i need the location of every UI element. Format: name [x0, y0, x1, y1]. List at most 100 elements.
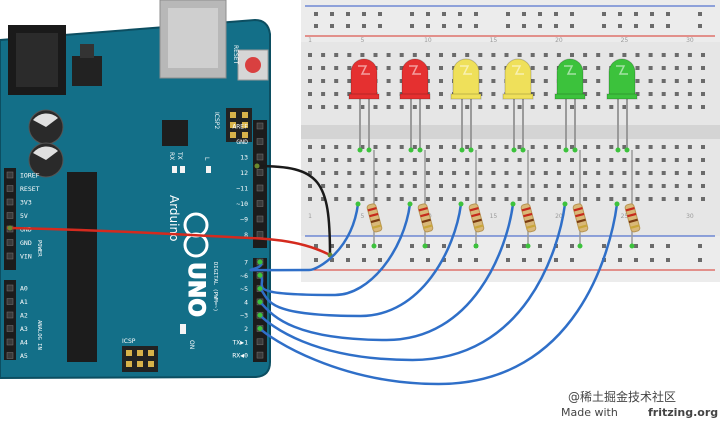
breadboard-hole: [648, 53, 653, 57]
rail-hole: [458, 244, 462, 248]
digital-pin-wire: [258, 202, 567, 362]
arduino-logo-text: Arduino: [167, 195, 181, 241]
breadboard-hole: [622, 184, 627, 188]
rail-hole: [330, 258, 334, 262]
breadboard-hole: [478, 105, 483, 109]
breadboard-hole: [635, 171, 640, 175]
breadboard-hole: [452, 184, 457, 188]
breadboard-hole: [530, 197, 535, 201]
rail-hole: [602, 244, 606, 248]
breadboard-hole: [543, 105, 548, 109]
rail-hole: [442, 12, 446, 16]
column-number: 15: [490, 37, 498, 44]
breadboard-hole: [648, 66, 653, 70]
breadboard-hole: [583, 171, 588, 175]
rail-hole: [506, 258, 510, 262]
pin-label: 5V: [20, 212, 28, 220]
resistor: [520, 150, 537, 249]
breadboard-hole: [412, 145, 417, 149]
breadboard-hole: [386, 184, 391, 188]
rail-hole: [538, 12, 542, 16]
breadboard-hole: [570, 171, 574, 175]
breadboard-hole: [360, 197, 365, 201]
rail-hole: [538, 244, 542, 248]
breadboard-hole: [347, 145, 352, 149]
breadboard-hole: [596, 53, 601, 57]
breadboard-hole: [583, 53, 588, 57]
rail-hole: [522, 244, 526, 248]
breadboard-hole: [570, 105, 574, 109]
resistor: [624, 150, 641, 249]
rail-hole: [554, 258, 558, 262]
breadboard-hole: [452, 197, 457, 201]
icsp-label: ICSP: [122, 338, 136, 345]
rx-label: RX: [168, 152, 175, 160]
breadboard-hole: [308, 158, 312, 162]
breadboard-hole: [661, 184, 666, 188]
breadboard-hole: [452, 53, 457, 57]
breadboard-hole: [321, 197, 326, 201]
rail-hole: [634, 258, 638, 262]
breadboard-hole: [504, 197, 509, 201]
breadboard-hole: [321, 158, 326, 162]
header-pin: [256, 138, 264, 145]
arduino-uno-board: RESET ICSP2 TX RX L Arduino UNO: [0, 0, 271, 380]
breadboard-hole: [439, 66, 443, 70]
breadboard-hole: [386, 197, 391, 201]
rail-hole: [634, 24, 638, 28]
breadboard-hole: [478, 158, 483, 162]
breadboard-hole: [439, 145, 443, 149]
column-number: 1: [308, 37, 312, 44]
rail-hole: [346, 12, 350, 16]
breadboard-hole: [334, 158, 339, 162]
breadboard-hole: [321, 105, 326, 109]
breadboard-hole: [504, 184, 509, 188]
breadboard-hole: [360, 53, 365, 57]
breadboard-hole: [596, 105, 601, 109]
breadboard-hole: [347, 66, 352, 70]
breadboard-hole: [334, 145, 339, 149]
breadboard-hole: [425, 105, 430, 109]
leds: [348, 58, 638, 153]
column-number: 1: [308, 213, 312, 220]
rail-hole: [666, 244, 670, 248]
breadboard-hole: [609, 197, 614, 201]
header-pin: [256, 153, 264, 161]
breadboard-hole: [491, 158, 496, 162]
rail-hole: [362, 244, 366, 248]
rail-hole: [618, 258, 622, 262]
breadboard-hole: [308, 184, 312, 188]
breadboard-hole: [425, 171, 430, 175]
breadboard-hole: [661, 53, 666, 57]
rail-hole: [650, 12, 654, 16]
breadboard-hole: [596, 197, 601, 201]
breadboard-hole: [478, 171, 483, 175]
column-number: 30: [686, 213, 694, 220]
breadboard-hole: [334, 53, 339, 57]
rail-hole: [618, 24, 622, 28]
breadboard-hole: [701, 53, 705, 57]
led-red: [399, 58, 431, 153]
breadboard-hole: [478, 53, 483, 57]
breadboard-hole: [635, 66, 640, 70]
rail-hole: [538, 24, 542, 28]
digital-header-top: [253, 120, 267, 248]
breadboard-hole: [334, 79, 339, 83]
breadboard-hole: [308, 92, 312, 96]
rail-hole: [698, 244, 702, 248]
breadboard-hole: [399, 53, 404, 57]
pin-label: AREF: [232, 123, 248, 131]
header-pin: [256, 184, 264, 192]
rail-hole: [362, 12, 366, 16]
breadboard-hole: [308, 66, 312, 70]
breadboard-hole: [635, 105, 640, 109]
breadboard-hole: [635, 53, 640, 57]
header-pin: [6, 284, 14, 292]
rail-hole: [666, 258, 670, 262]
pin-label: ~6: [240, 272, 248, 280]
breadboard-hole: [701, 105, 705, 109]
breadboard-hole: [491, 197, 496, 201]
rail-hole: [698, 24, 702, 28]
breadboard-hole: [347, 53, 352, 57]
